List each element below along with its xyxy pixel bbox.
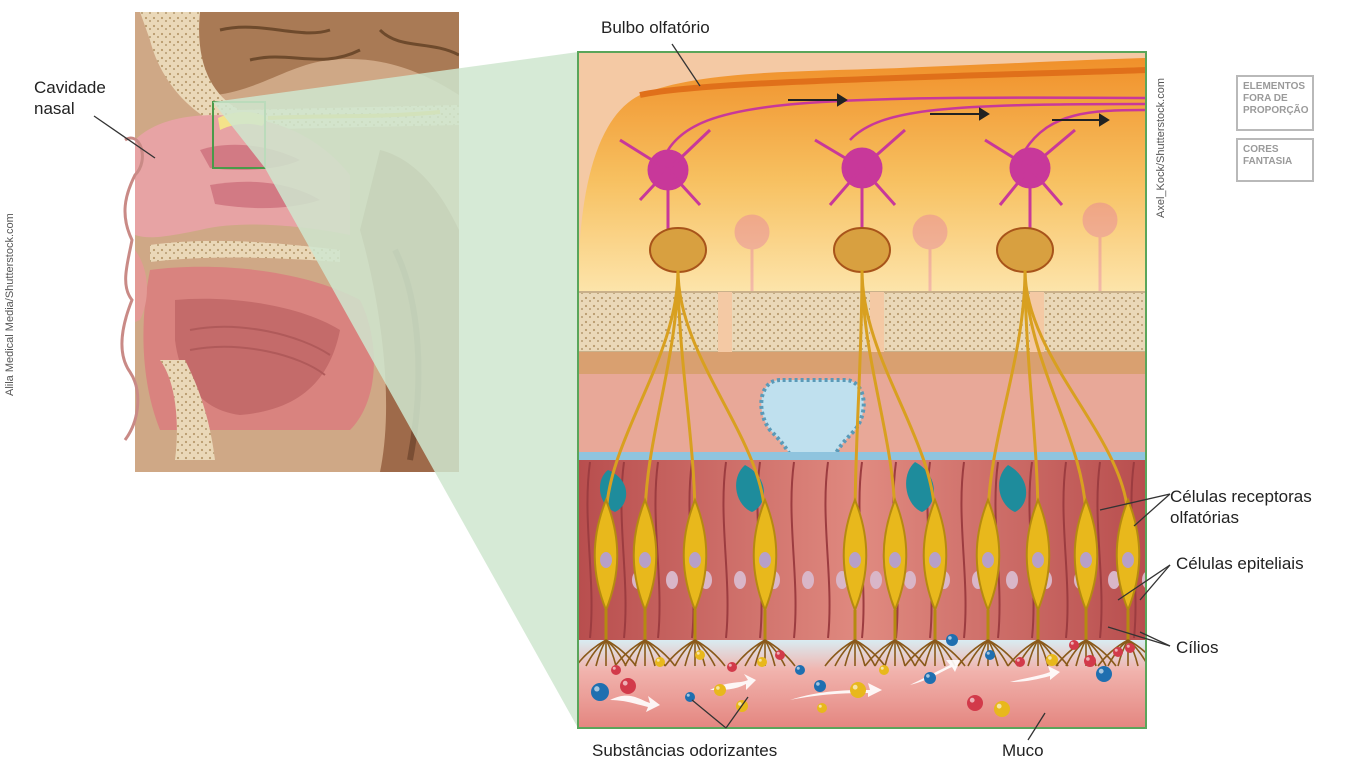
odorant-highlight xyxy=(729,664,732,667)
label-odorants: Substâncias odorizantes xyxy=(592,740,777,761)
badge-out-of-proportion: ELEMENTOS FORA DE PROPORÇÃO xyxy=(1236,75,1314,131)
badge-fantasy-colors-line1: CORES xyxy=(1243,144,1307,156)
receptor-nucleus xyxy=(849,552,861,568)
odorant-molecule xyxy=(620,678,636,694)
odorant-molecule xyxy=(1096,666,1112,682)
badge-fantasy-colors-line2: FANTASIA xyxy=(1243,156,1307,168)
odorant-molecule xyxy=(814,680,826,692)
odorant-molecule xyxy=(1113,647,1123,657)
odorant-molecule xyxy=(1069,640,1079,650)
receptor-nucleus xyxy=(1032,552,1044,568)
label-cilia: Cílios xyxy=(1176,637,1219,658)
odorant-molecule xyxy=(655,657,665,667)
odorant-highlight xyxy=(594,686,599,691)
receptor-nucleus xyxy=(1080,552,1092,568)
odorant-molecule xyxy=(757,657,767,667)
odorant-molecule xyxy=(591,683,609,701)
odorant-molecule xyxy=(850,682,866,698)
label-receptor-cells-line2: olfatórias xyxy=(1170,507,1312,528)
odorant-molecule xyxy=(1015,657,1025,667)
odorant-molecule xyxy=(795,665,805,675)
odorant-molecule xyxy=(695,650,705,660)
receptor-nucleus xyxy=(982,552,994,568)
odorant-highlight xyxy=(926,674,930,678)
odorant-highlight xyxy=(613,667,616,670)
badge-fantasy-colors: CORES FANTASIA xyxy=(1236,138,1314,182)
badge-out-of-proportion-line1: ELEMENTOS xyxy=(1243,81,1307,93)
odorant-highlight xyxy=(1048,656,1052,660)
odorant-highlight xyxy=(1017,659,1020,662)
label-olfactory-bulb: Bulbo olfatório xyxy=(601,17,710,38)
receptor-nucleus xyxy=(600,552,612,568)
odorant-highlight xyxy=(1127,645,1130,648)
odorant-highlight xyxy=(759,659,762,662)
receptor-nucleus xyxy=(1122,552,1134,568)
odorant-highlight xyxy=(970,698,975,703)
odorant-molecule xyxy=(727,662,737,672)
odorant-molecule xyxy=(1125,643,1135,653)
badge-out-of-proportion-line3: PROPORÇÃO xyxy=(1243,105,1307,117)
odorant-molecule xyxy=(879,665,889,675)
support-cell-nucleus xyxy=(802,571,814,589)
odorant-molecule xyxy=(714,684,726,696)
odorant-molecule xyxy=(1084,655,1096,667)
odorant-molecule xyxy=(967,695,983,711)
credit-left: Alila Medical Media/Shutterstock.com xyxy=(4,213,16,396)
odorant-highlight xyxy=(623,681,628,686)
odorant-highlight xyxy=(777,652,780,655)
odorant-molecule xyxy=(611,665,621,675)
odorant-molecule xyxy=(985,650,995,660)
odorant-highlight xyxy=(881,667,884,670)
odorant-highlight xyxy=(1086,657,1090,661)
label-mucus: Muco xyxy=(1002,740,1044,761)
receptor-nucleus xyxy=(929,552,941,568)
odorant-molecule xyxy=(994,701,1010,717)
label-receptor-cells: Células receptoras olfatórias xyxy=(1170,486,1312,528)
odorant-highlight xyxy=(657,659,660,662)
odorant-highlight xyxy=(1099,669,1104,674)
odorant-highlight xyxy=(1071,642,1074,645)
receptor-nucleus xyxy=(639,552,651,568)
support-cell-nucleus xyxy=(666,571,678,589)
receptor-nucleus xyxy=(689,552,701,568)
odorant-molecule xyxy=(924,672,936,684)
support-cell-nucleus xyxy=(870,571,882,589)
odorant-highlight xyxy=(687,694,690,697)
label-receptor-cells-line1: Células receptoras xyxy=(1170,486,1312,507)
odorant-highlight xyxy=(816,682,820,686)
odorant-highlight xyxy=(697,652,700,655)
odorant-molecule xyxy=(817,703,827,713)
label-epithelial-cells: Células epiteliais xyxy=(1176,553,1304,574)
odorant-highlight xyxy=(987,652,990,655)
credit-right: Axel_Kock/Shutterstock.com xyxy=(1155,78,1167,218)
odorant-highlight xyxy=(797,667,800,670)
odorant-highlight xyxy=(738,702,742,706)
support-cell-nucleus xyxy=(734,571,746,589)
odorant-highlight xyxy=(997,704,1002,709)
receptor-nucleus xyxy=(759,552,771,568)
odorant-molecule xyxy=(775,650,785,660)
odorant-molecule xyxy=(946,634,958,646)
label-nasal-cavity-line2: nasal xyxy=(34,98,106,119)
odorant-highlight xyxy=(948,636,952,640)
odorant-molecule xyxy=(1046,654,1058,666)
badge-out-of-proportion-line2: FORA DE xyxy=(1243,93,1307,105)
label-nasal-cavity: Cavidade nasal xyxy=(34,77,106,119)
label-nasal-cavity-line1: Cavidade xyxy=(34,77,106,98)
odorant-highlight xyxy=(1115,649,1118,652)
odorant-highlight xyxy=(819,705,822,708)
zoom-panel xyxy=(576,52,1158,728)
receptor-nucleus xyxy=(889,552,901,568)
odorant-highlight xyxy=(853,685,858,690)
odorant-highlight xyxy=(716,686,720,690)
support-cell-nucleus xyxy=(1006,571,1018,589)
